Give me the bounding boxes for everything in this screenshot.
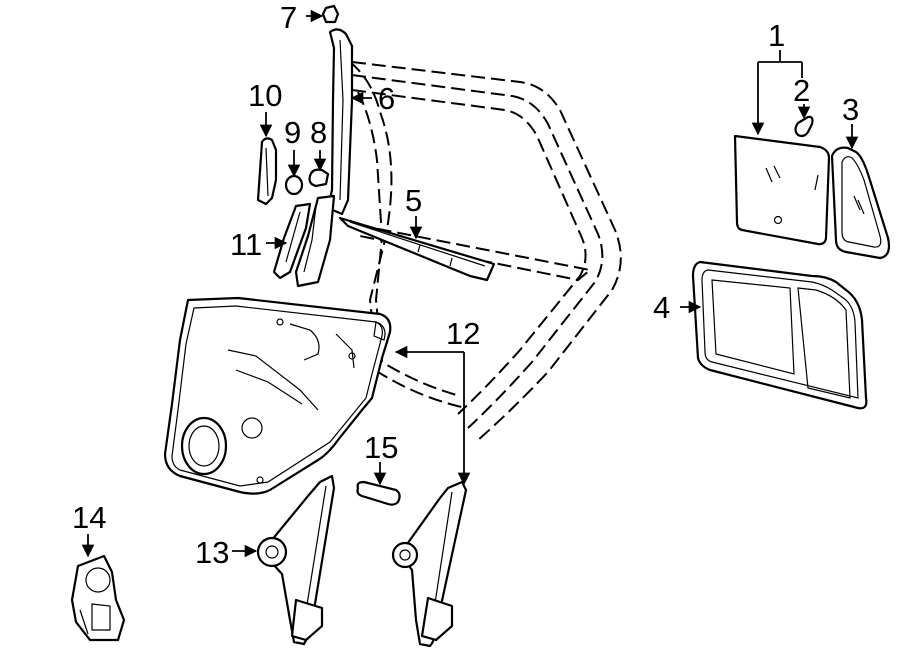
callout-5: 5: [405, 183, 422, 218]
callout-3: 3: [842, 92, 859, 127]
callout-9: 9: [284, 115, 301, 150]
part-4-glass-run-channel: [691, 260, 868, 410]
callout-12: 12: [446, 316, 480, 351]
part-7-clip: [321, 4, 340, 24]
part-5-belt-molding: [338, 216, 496, 282]
part-14-regulator-motor: [70, 554, 126, 642]
callout-13: 13: [195, 535, 229, 570]
callout-14: 14: [72, 500, 106, 535]
inner-door-panel: [163, 296, 392, 495]
part-6-pillar-trim: [294, 28, 354, 288]
callout-numbers: 1 2 3 4 5 6 7 8 9 10 11 12 13 14 15: [72, 0, 859, 570]
part-10-weatherstrip: [256, 137, 278, 206]
part-12-window-regulator: [391, 480, 468, 648]
part-3-fixed-glass: [830, 146, 891, 260]
door-frame-outline: [349, 61, 622, 441]
callout-6: 6: [378, 81, 395, 116]
part-13-window-regulator: [256, 474, 336, 646]
callout-4: 4: [653, 290, 670, 325]
part-15-door-handle: [356, 480, 401, 506]
leader-lines: [81, 9, 859, 558]
callout-10: 10: [248, 78, 282, 113]
callout-8: 8: [310, 115, 327, 150]
part-1-door-glass: [733, 134, 831, 246]
part-9-plug: [284, 174, 304, 196]
part-8-fastener: [308, 168, 330, 188]
callout-2: 2: [793, 73, 810, 108]
callout-7: 7: [280, 0, 297, 35]
part-2-glass-clip: [794, 115, 814, 138]
callout-15: 15: [364, 430, 398, 465]
callout-11: 11: [230, 227, 262, 262]
callout-1: 1: [768, 18, 785, 53]
